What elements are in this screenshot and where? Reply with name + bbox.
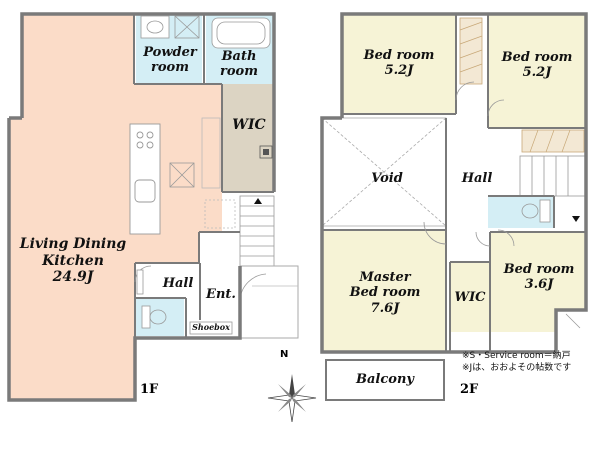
walls-2f <box>320 12 588 354</box>
bed3-label: Bed room 3.6J <box>503 262 575 293</box>
hall-1f-label: Hall <box>162 276 194 291</box>
bed1-label: Bed room 5.2J <box>363 48 435 79</box>
kitchen-counter <box>129 123 161 235</box>
hall-2f-label: Hall <box>461 171 493 186</box>
wic-1f-label: WIC <box>232 117 266 133</box>
master-area <box>322 230 446 352</box>
wic-1f-area <box>222 84 274 192</box>
bath-room-label: Bath room <box>220 49 258 80</box>
powder-room-label: Powder room <box>143 45 197 76</box>
compass-north-label: N <box>280 349 289 360</box>
stair-1f <box>239 195 275 267</box>
ldk-area <box>9 14 222 400</box>
balcony-area <box>325 359 445 401</box>
entrance-label: Ent. <box>206 287 236 302</box>
void-label: Void <box>371 171 403 186</box>
bed1-area <box>342 14 456 114</box>
floor-label-1f: 1F <box>140 382 159 397</box>
balcony-label: Balcony <box>356 372 414 387</box>
notes: ※S・Service room＝納戸 ※Jは、おおよその帖数です <box>462 350 571 374</box>
porch <box>239 265 299 339</box>
wic-2f-label: WIC <box>454 290 486 305</box>
master-label: Master Bed room 7.6J <box>349 270 421 316</box>
bed2-area <box>488 14 586 128</box>
walls-1f <box>7 12 276 402</box>
bed3-area <box>490 232 586 332</box>
shoebox-label: Shoebox <box>192 322 230 332</box>
note-line-2: ※Jは、おおよその帖数です <box>462 363 572 374</box>
compass-rose <box>267 374 317 423</box>
wic2-area <box>450 262 490 332</box>
bed2-label: Bed room 5.2J <box>501 50 573 81</box>
ldk-label: Living Dining Kitchen 24.9J <box>19 236 127 286</box>
floor-label-2f: 2F <box>460 382 479 397</box>
note-line-1: ※S・Service room＝納戸 <box>462 351 571 361</box>
